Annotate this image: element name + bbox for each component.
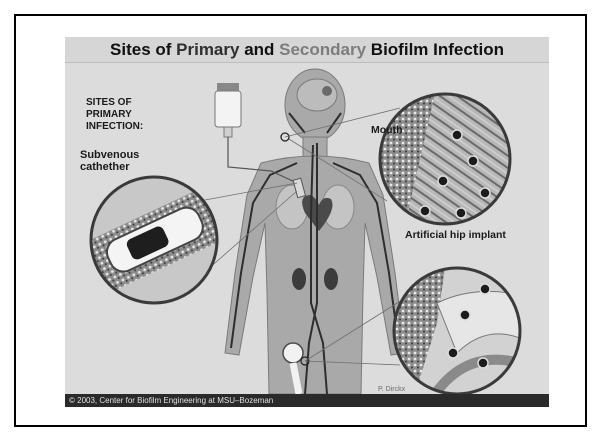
sites-line1: SITES OF [86,97,143,109]
copyright-credit: © 2003, Center for Biofilm Engineering a… [69,394,273,407]
sites-line2: PRIMARY [86,109,143,121]
title-part3: Biofilm Infection [366,40,504,59]
subvenous-line1: Subvenous [80,149,139,161]
hip-magnifier [394,268,520,394]
credit-bar: © 2003, Center for Biofilm Engineering a… [65,394,549,407]
right-kidney [324,268,338,290]
subvenous-catheter-label: Subvenous cathether [80,149,139,173]
slide-title: Sites of Primary and Secondary Biofilm I… [65,37,549,63]
sites-of-primary-infection-label: SITES OF PRIMARY INFECTION: [86,97,143,133]
title-part1: Sites of [110,40,176,59]
subvenous-line2: cathether [80,161,139,173]
title-primary: Primary [176,40,239,59]
mouth-label: Mouth [371,124,403,136]
sites-line3: INFECTION: [86,121,143,133]
left-kidney [292,268,306,290]
illustration-panel: Sites of Primary and Secondary Biofilm I… [65,37,549,407]
brain-site-icon [322,86,332,96]
title-part2: and [239,40,279,59]
brain [297,79,337,111]
mouth-magnifier [380,94,510,224]
title-secondary: Secondary [279,40,366,59]
artificial-hip-implant-label: Artificial hip implant [405,229,506,241]
